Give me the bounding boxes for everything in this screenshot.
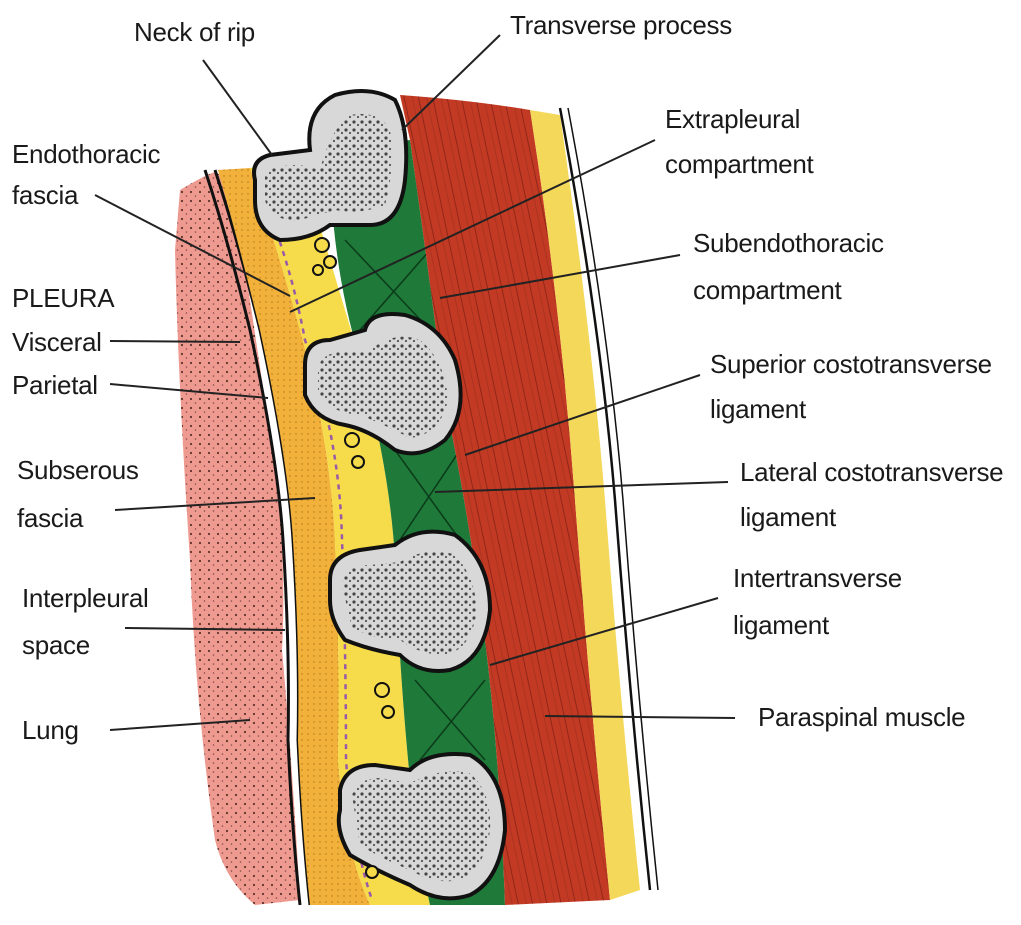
label-endothoracic-fascia-line1: Endothoracic [12, 139, 160, 169]
label-pleura: PLEURA [12, 283, 114, 313]
label-lung: Lung [22, 715, 79, 745]
bone-1 [254, 91, 406, 240]
label-lateral-costotransverse-line1: Lateral costotransverse [740, 457, 1003, 487]
label-intertransverse-line1: Intertransverse [733, 563, 902, 593]
label-lateral-costotransverse-line2: ligament [740, 502, 836, 532]
label-paraspinal-muscle: Paraspinal muscle [758, 702, 965, 732]
label-intertransverse-line2: ligament [733, 610, 829, 640]
label-parietal: Parietal [12, 370, 98, 400]
label-extrapleural-line1: Extrapleural [665, 104, 800, 134]
label-superior-costotransverse-line2: ligament [710, 394, 806, 424]
label-subserous-fascia-line1: Subserous [17, 455, 139, 485]
label-endothoracic-fascia-line2: fascia [12, 180, 78, 210]
label-subserous-fascia-line2: fascia [17, 503, 83, 533]
label-neck-of-rib: Neck of rip [134, 17, 255, 47]
label-interpleural-space-line1: Interpleural [22, 583, 148, 613]
label-visceral: Visceral [12, 327, 102, 357]
label-superior-costotransverse-line1: Superior costotransverse [710, 349, 992, 379]
label-extrapleural-line2: compartment [665, 149, 813, 179]
label-transverse-process: Transverse process [510, 10, 732, 40]
label-interpleural-space-line2: space [22, 630, 90, 660]
label-subendothoracic-line1: Subendothoracic [693, 228, 884, 258]
label-subendothoracic-line2: compartment [693, 275, 841, 305]
